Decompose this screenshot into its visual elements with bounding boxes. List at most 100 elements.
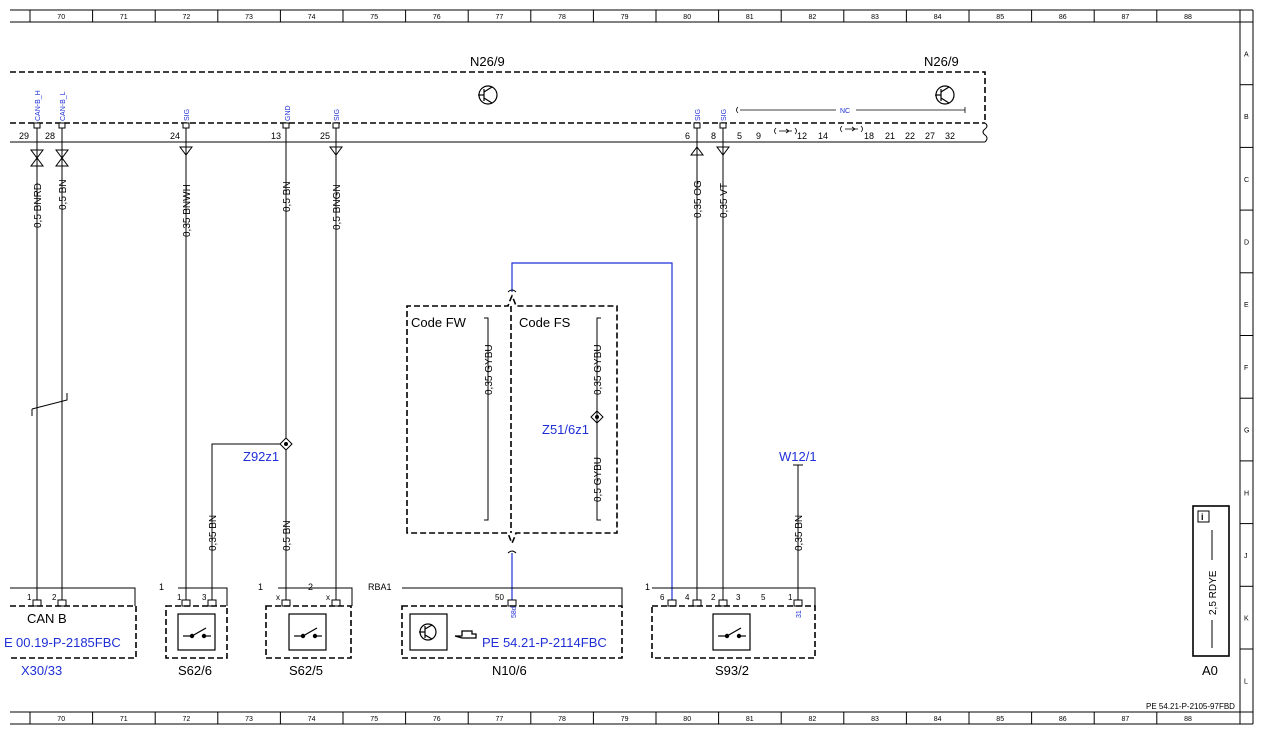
component-a0: i A0 [1192, 505, 1230, 678]
splice-label: Z92z1 [243, 449, 279, 464]
pin-label: 29 [19, 131, 29, 141]
pin-signal: SIG [184, 109, 191, 121]
svg-text:3: 3 [736, 593, 741, 602]
wire-label: 0,35 GYBU [593, 344, 604, 395]
column-number: 78 [558, 716, 566, 723]
wire-label: 0,5 BN [58, 179, 69, 210]
switch-icon [177, 613, 216, 651]
code-fw-label: Code FW [411, 315, 467, 330]
pin-label: 22 [905, 131, 915, 141]
svg-text:RBA1: RBA1 [368, 582, 392, 592]
svg-text:5: 5 [761, 593, 766, 602]
row-letter: D [1244, 239, 1249, 246]
pin-label: 28 [45, 131, 55, 141]
wire-label: 2,5 RDYE [1208, 570, 1219, 615]
control-unit-n26-9: N26/9 N26/9 29 28 24 13 25 6 8 5 9 12 14… [10, 54, 988, 143]
drawing-frame [10, 9, 1254, 725]
wire-label: 0,35 OG [693, 180, 704, 218]
column-number: 83 [871, 14, 879, 21]
transistor-icon [478, 85, 498, 105]
svg-text:3: 3 [202, 593, 207, 602]
column-number: 72 [183, 716, 191, 723]
n10-ref-link[interactable]: PE 54.21-P-2114FBC [482, 635, 607, 650]
wire-label: 0,35 BN [208, 515, 219, 551]
pin-label: 27 [925, 131, 935, 141]
wire-labels: 0,5 BNRD 0,5 BN 0,35 BNWH 0,5 BN 0,5 BNG… [33, 179, 1219, 615]
column-number: 88 [1184, 716, 1192, 723]
pin-label: 12 [797, 131, 807, 141]
pin-label: 14 [818, 131, 828, 141]
pin-signal: SIG [721, 109, 728, 121]
row-letter: A [1244, 51, 1249, 58]
a0-name: A0 [1202, 663, 1218, 678]
n10-6-name: N10/6 [492, 663, 527, 678]
wire-label: 0,5 BN [282, 181, 293, 212]
switch-icon [712, 613, 751, 651]
row-letter: B [1244, 114, 1249, 121]
column-number: 80 [683, 14, 691, 21]
row-letter: H [1244, 490, 1249, 497]
document-id: PE 54.21-P-2105-97FBD [1146, 702, 1235, 711]
column-number: 81 [746, 14, 754, 21]
pin-label: 21 [885, 131, 895, 141]
svg-text:6: 6 [660, 593, 665, 602]
pin-label: 25 [320, 131, 330, 141]
pin-label: 9 [756, 131, 761, 141]
column-number: 88 [1184, 14, 1192, 21]
x30-ref-prefix: E [4, 635, 13, 650]
column-number: 71 [120, 14, 128, 21]
svg-text:x: x [326, 593, 330, 602]
svg-text:2: 2 [52, 593, 57, 602]
splice-label: Z51/6z1 [542, 422, 589, 437]
component-pin-numbers: 1 2 1 3 1 x x 1 2 RBA1 50 58d 1 6 4 2 3 … [27, 582, 803, 618]
column-number: 82 [809, 716, 817, 723]
svg-text:1: 1 [645, 582, 650, 592]
column-number: 76 [433, 14, 441, 21]
column-number: 73 [245, 14, 253, 21]
column-number: 71 [120, 716, 128, 723]
wire-break-icon [774, 125, 863, 135]
svg-text:1: 1 [177, 593, 182, 602]
s62-5-name: S62/5 [289, 663, 323, 678]
column-number: 79 [621, 14, 629, 21]
svg-text:4: 4 [685, 593, 690, 602]
column-number: 77 [496, 14, 504, 21]
column-number: 85 [996, 14, 1004, 21]
pin-label: 13 [271, 131, 281, 141]
unit-name-left: N26/9 [470, 54, 505, 69]
pin-signal: CAN-B_L [60, 91, 67, 121]
component-boxes [10, 605, 816, 659]
svg-text:31: 31 [796, 610, 803, 618]
pin-label: 32 [945, 131, 955, 141]
x30-name: X30/33 [21, 663, 62, 678]
switch-icon [288, 613, 327, 651]
column-number: 73 [245, 716, 253, 723]
column-number: 74 [308, 716, 316, 723]
column-number: 81 [746, 716, 754, 723]
hand-pointer-icon [454, 630, 477, 639]
svg-text:1: 1 [788, 593, 793, 602]
nc-label: NC [840, 108, 850, 115]
wire-label: 0,35 BNWH [182, 184, 193, 237]
code-fs-label: Code FS [519, 315, 571, 330]
unit-pin-connectors [30, 122, 730, 167]
column-number: 85 [996, 716, 1004, 723]
svg-text:2: 2 [308, 582, 313, 592]
s62-6-name: S62/6 [178, 663, 212, 678]
pin-label: 8 [711, 131, 716, 141]
svg-text:58d: 58d [511, 606, 518, 618]
column-number: 86 [1059, 14, 1067, 21]
pin-label: 24 [170, 131, 180, 141]
row-letter: C [1244, 177, 1249, 184]
column-number: 74 [308, 14, 316, 21]
pin-signal: SIG [695, 109, 702, 121]
column-number: 86 [1059, 716, 1067, 723]
transistor-icon [409, 613, 448, 651]
column-number: 84 [934, 14, 942, 21]
wire-label: 0,35 VT [719, 183, 730, 218]
x30-ref-link[interactable]: 00.19-P-2185FBC [16, 635, 121, 650]
transistor-icon [935, 85, 955, 105]
